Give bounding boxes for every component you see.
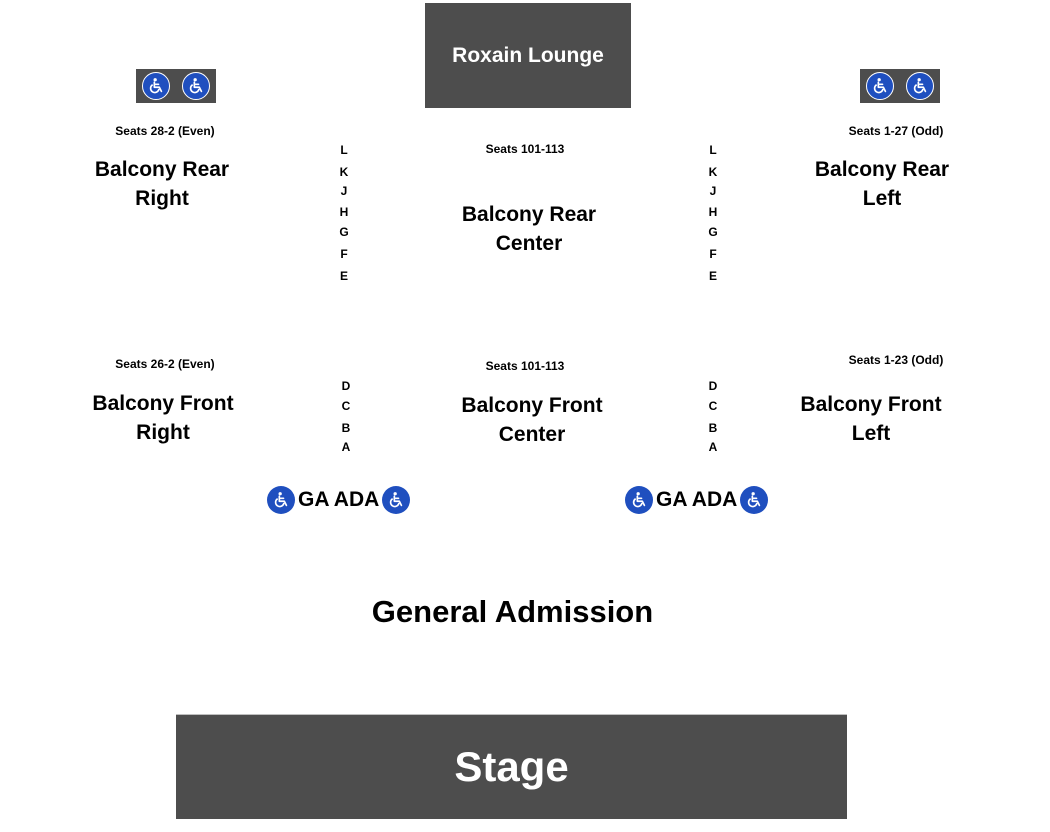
section-name-line2: Left <box>862 187 902 210</box>
ga-ada-label: GA ADA <box>656 488 738 511</box>
wheelchair-icon <box>740 486 769 514</box>
balcony-front-center-section[interactable]: Balcony Front Center <box>432 391 632 449</box>
section-name-line1: Balcony Front <box>92 392 234 415</box>
row-label: K <box>708 165 718 179</box>
balcony-front-left-section[interactable]: Balcony Front Left <box>771 390 971 448</box>
roxain-lounge-block[interactable]: Roxain Lounge <box>425 3 631 108</box>
wheelchair-icon <box>625 486 653 514</box>
section-name-line2: Right <box>136 421 190 444</box>
row-label: J <box>340 184 348 198</box>
section-name-line1: Balcony Front <box>461 394 603 417</box>
row-label: J <box>709 184 717 198</box>
balcony-front-right-section[interactable]: Balcony Front Right <box>63 389 263 447</box>
section-name-line2: Right <box>135 187 189 210</box>
stage-block: Stage <box>176 714 847 819</box>
section-name-line1: Balcony Rear <box>94 158 230 181</box>
section-name-line1: Balcony Rear <box>814 158 950 181</box>
section-name-line2: Center <box>498 423 566 446</box>
balcony-rear-left-seats: Seats 1-27 (Odd) <box>848 124 944 138</box>
section-name-line2: Center <box>495 232 563 255</box>
row-label: B <box>708 421 718 435</box>
wheelchair-icon <box>906 72 934 100</box>
row-label: K <box>339 165 349 179</box>
row-label: G <box>708 225 718 239</box>
stage-label: Stage <box>454 743 569 790</box>
ga-ada-left[interactable]: GA ADA <box>267 486 411 514</box>
wheelchair-icon <box>382 486 411 514</box>
section-name-line1: Balcony Rear <box>461 203 597 226</box>
general-admission-section[interactable]: General Admission <box>371 594 654 629</box>
balcony-front-left-seats: Seats 1-23 (Odd) <box>848 353 944 367</box>
row-label: D <box>708 379 718 393</box>
balcony-rear-center-section[interactable]: Balcony Rear Center <box>429 200 629 258</box>
balcony-rear-right-seats: Seats 28-2 (Even) <box>115 124 215 138</box>
balcony-front-center-seats: Seats 101-113 <box>485 359 565 373</box>
ga-ada-right[interactable]: GA ADA <box>625 486 769 514</box>
row-label: E <box>708 269 717 283</box>
balcony-rear-right-section[interactable]: Balcony Rear Right <box>62 155 262 213</box>
roxain-lounge-label: Roxain Lounge <box>452 43 604 67</box>
wheelchair-icon <box>267 486 295 514</box>
row-label: L <box>709 143 717 157</box>
balcony-rear-left-section[interactable]: Balcony Rear Left <box>782 155 982 213</box>
row-label: H <box>708 205 718 219</box>
row-label: E <box>339 269 348 283</box>
balcony-front-right-seats: Seats 26-2 (Even) <box>115 357 215 371</box>
row-label: L <box>340 143 348 157</box>
wheelchair-icon <box>866 72 894 100</box>
section-name-line2: Left <box>851 422 891 445</box>
row-label: B <box>341 421 351 435</box>
row-label: G <box>339 225 349 239</box>
ada-seating-rear-right[interactable] <box>136 69 216 103</box>
ga-ada-label: GA ADA <box>298 488 380 511</box>
section-name-line1: Balcony Front <box>800 393 942 416</box>
balcony-rear-center-seats: Seats 101-113 <box>485 142 565 156</box>
row-label: A <box>341 440 351 454</box>
row-label: C <box>708 399 718 413</box>
row-label: F <box>340 247 348 261</box>
wheelchair-icon <box>142 72 170 100</box>
row-label: D <box>341 379 351 393</box>
row-label: A <box>708 440 718 454</box>
row-label: F <box>709 247 717 261</box>
wheelchair-icon <box>182 72 210 100</box>
row-label: H <box>339 205 349 219</box>
row-label: C <box>341 399 351 413</box>
ada-seating-rear-left[interactable] <box>860 69 940 103</box>
